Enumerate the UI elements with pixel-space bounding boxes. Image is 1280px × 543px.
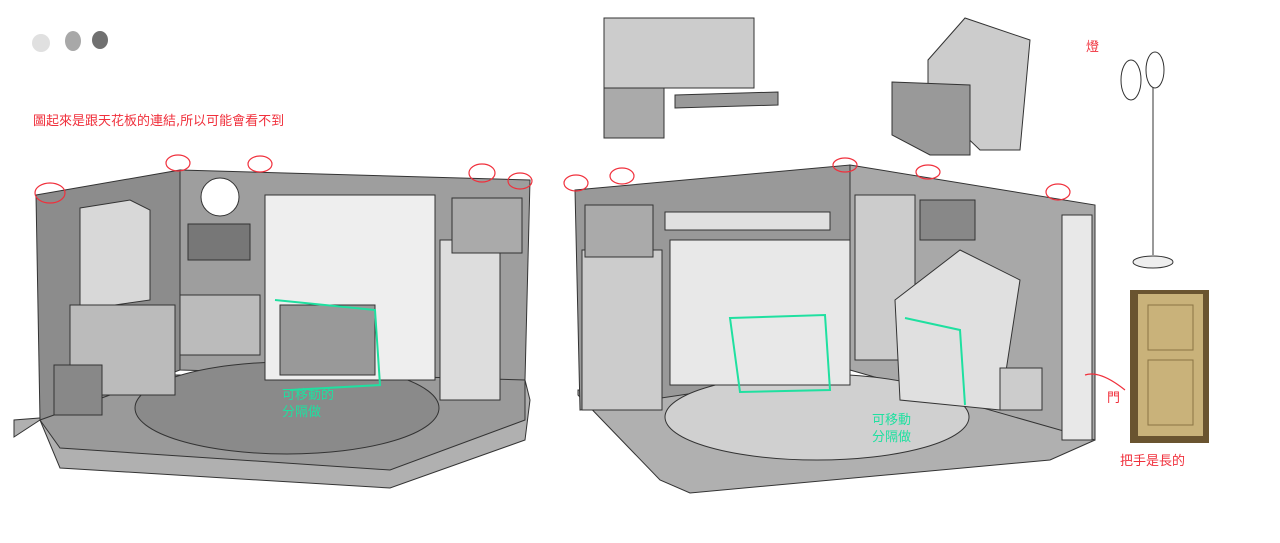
door-label: 門 [1107,391,1121,406]
desk-reference [603,17,779,139]
right-room [574,164,1096,494]
lamp-label: 燈 [1086,40,1100,55]
divider-note-left-line2: 分隔做 [282,405,322,420]
ceiling-markers [34,154,1126,391]
divider-note-right-line2: 分隔做 [872,430,912,445]
divider-note-left-line1: 可移動的 [282,388,335,403]
ceiling-connection-note: 圖起來是跟天花板的連結,所以可能會看不到 [33,114,285,129]
divider-note-left: 可移動的 分隔做 [282,387,334,421]
writing-desk-reference [891,17,1031,156]
lamp-reference [1120,51,1174,269]
left-room [13,169,531,489]
handle-note: 把手是長的 [1120,454,1186,469]
door-photo [1130,290,1209,443]
divider-note-right: 可移動 分隔做 [872,412,911,446]
divider-note-right-line1: 可移動 [872,413,912,428]
divider-markers [274,299,966,406]
value-swatches [32,31,108,52]
